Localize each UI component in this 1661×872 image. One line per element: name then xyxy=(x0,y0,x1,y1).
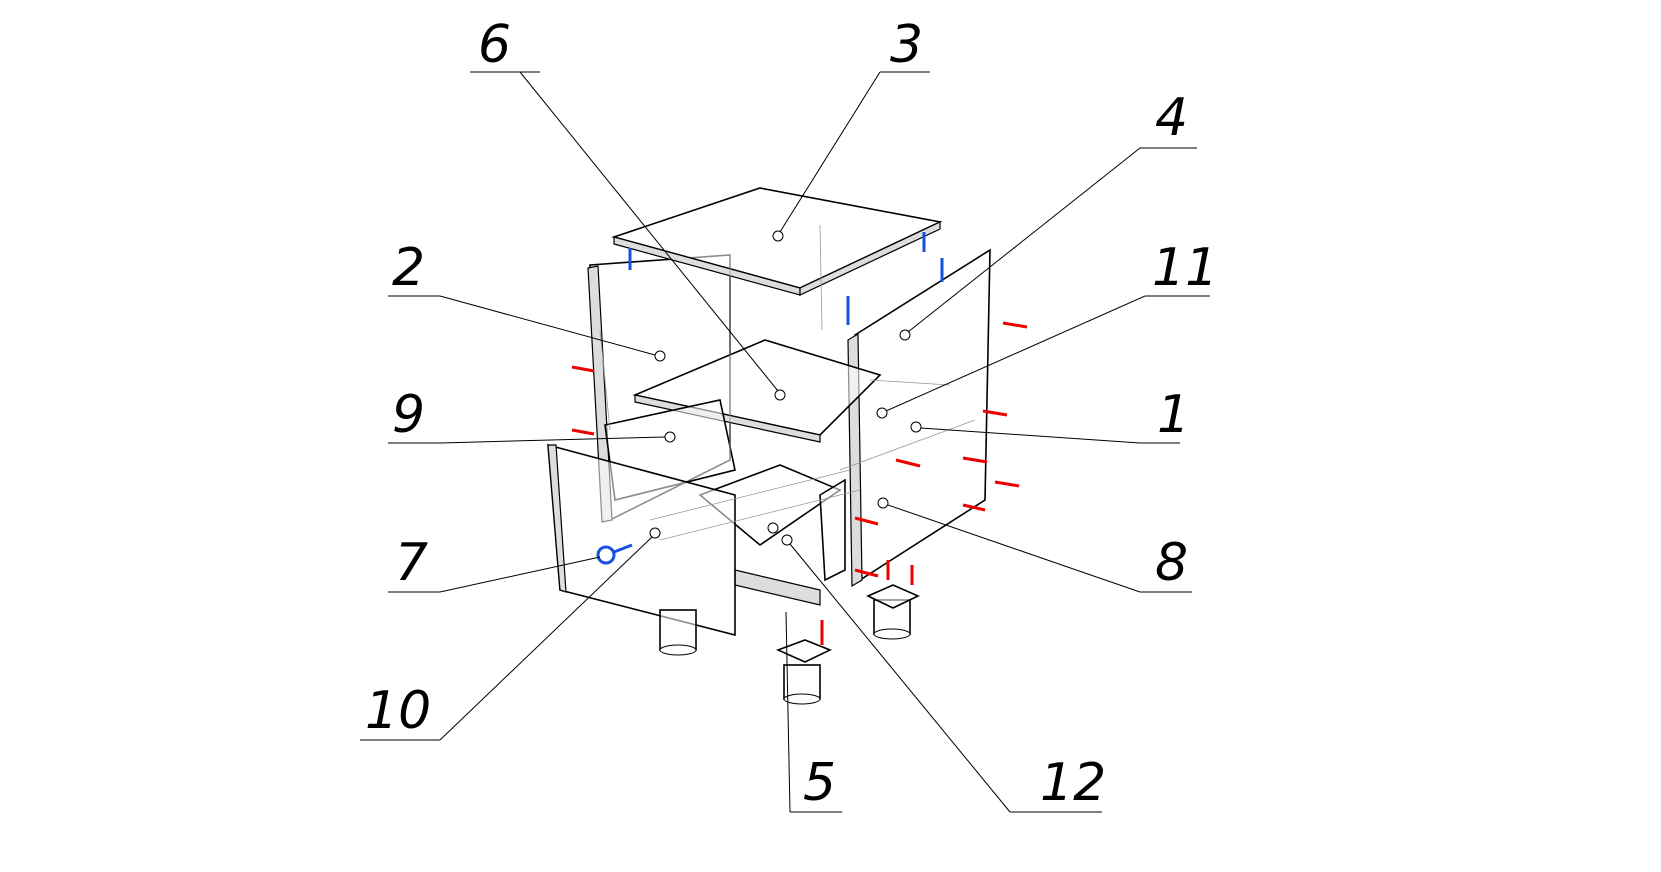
callout-11: 11 xyxy=(1152,238,1218,298)
leg xyxy=(659,584,920,705)
callout-5: 5 xyxy=(803,753,836,813)
cabinet-model xyxy=(547,187,1028,705)
callout-labels: 6 3 4 11 2 9 1 7 8 10 5 12 xyxy=(365,15,1218,813)
hidden-lines xyxy=(599,224,976,541)
callout-1: 1 xyxy=(1157,385,1190,445)
callout-7: 7 xyxy=(395,533,428,593)
shelf-edge xyxy=(634,394,821,443)
callout-2: 2 xyxy=(392,238,425,298)
callout-targets xyxy=(649,230,922,546)
callout-8: 8 xyxy=(1155,533,1188,593)
callout-10: 10 xyxy=(365,681,431,741)
cam-fittings xyxy=(596,232,944,565)
callout-12: 12 xyxy=(1040,753,1106,813)
drawer-side xyxy=(819,478,846,582)
top-panel-edge-right xyxy=(799,221,941,296)
drawer-front-edge xyxy=(547,444,567,593)
leader-lines xyxy=(360,71,1210,813)
confirmat-screws xyxy=(571,321,1028,645)
bottom-panel-edge xyxy=(734,569,821,606)
callout-9: 9 xyxy=(392,385,425,445)
callout-3: 3 xyxy=(890,15,923,75)
right-side-panel xyxy=(854,248,991,582)
callout-4: 4 xyxy=(1155,88,1188,148)
callout-6: 6 xyxy=(478,15,511,75)
